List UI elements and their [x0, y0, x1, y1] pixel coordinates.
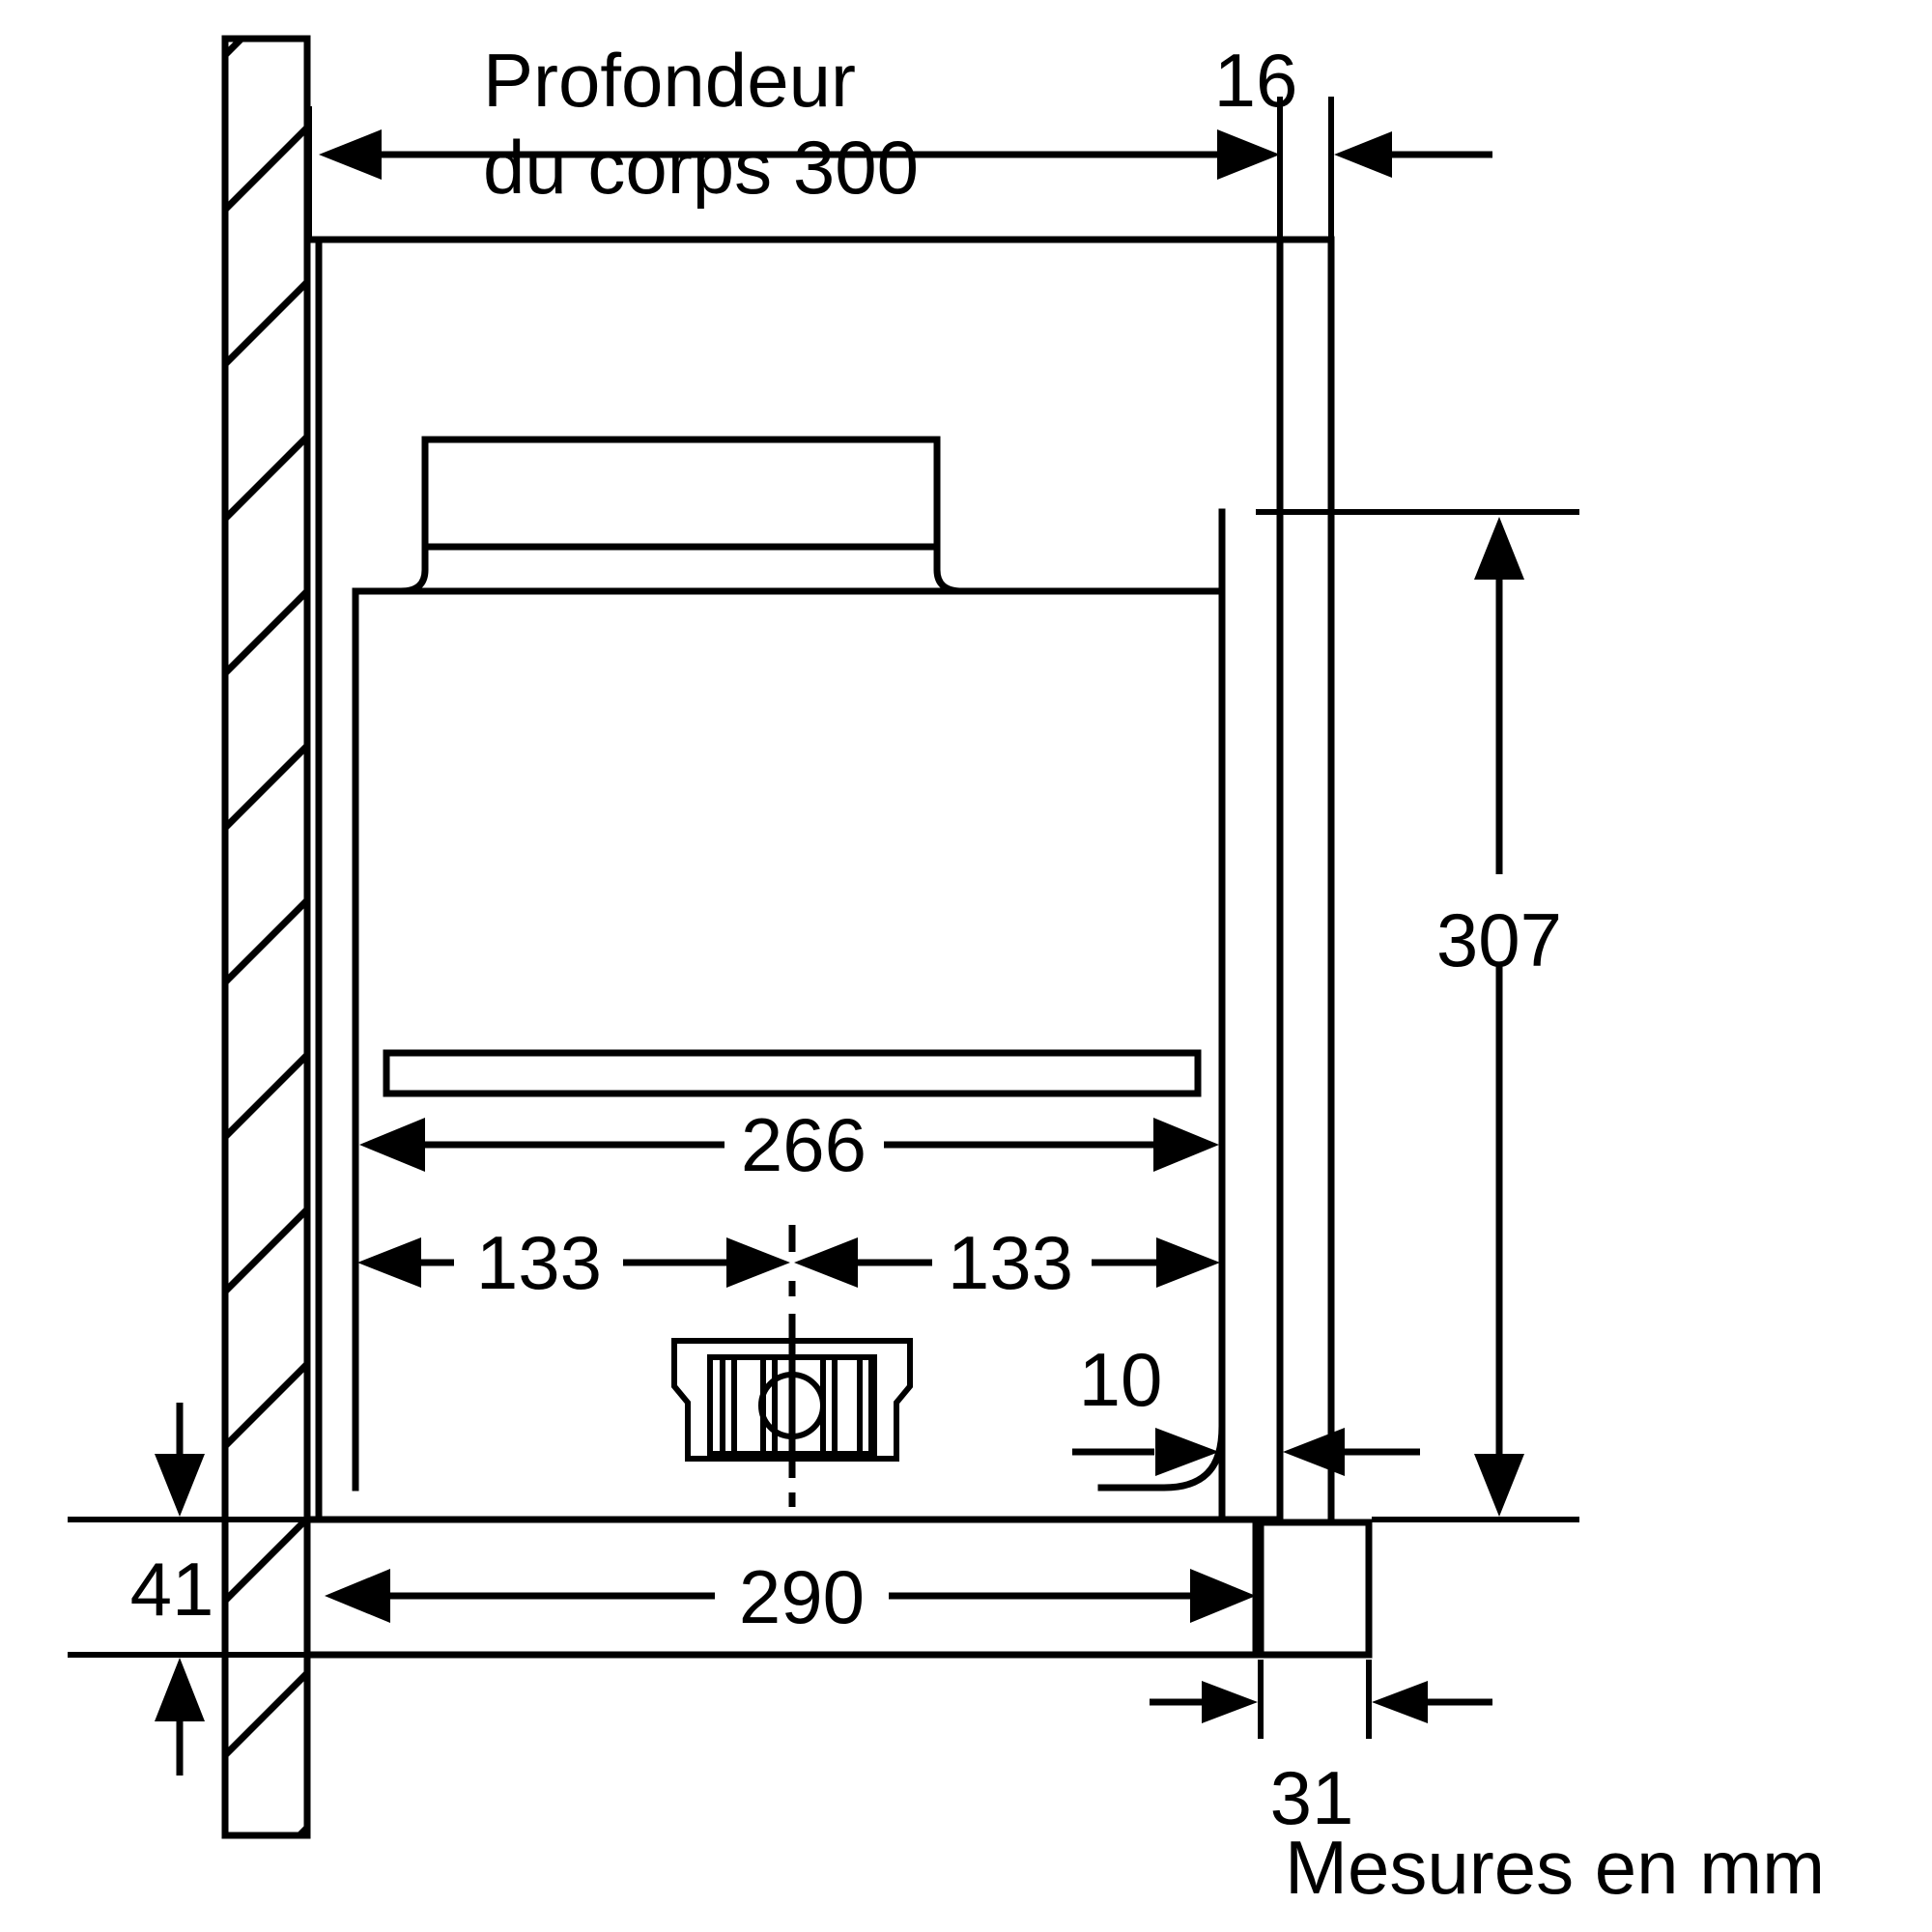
- dim-266-arrow-left: [359, 1118, 425, 1172]
- filter-slot-rect: [383, 1049, 1202, 1097]
- base-shelf: [303, 1516, 1373, 1659]
- dim-label-16: 16: [1214, 38, 1298, 123]
- grease-filter-slot: [383, 1049, 1202, 1097]
- dim-label-depth-line1: Profondeur: [483, 38, 856, 123]
- dimension-gap-16: 16: [1214, 38, 1492, 242]
- dim-41-arrow-down: [155, 1454, 205, 1517]
- dim-16-arrow-in-right: [1334, 131, 1392, 178]
- dim-label-133-left: 133: [476, 1220, 602, 1305]
- housing-corner-round: [1097, 1426, 1226, 1492]
- hood-housing: [352, 587, 1226, 1492]
- dimension-clearance-10: 10: [1072, 1337, 1420, 1517]
- dim-133R-arrow-left: [794, 1237, 858, 1288]
- dim-16-arrow-in-left: [1219, 131, 1277, 178]
- connector-body: [671, 1338, 913, 1462]
- dim-31-arrow-in-right: [1372, 1681, 1428, 1723]
- chimney-box: [352, 436, 1018, 595]
- dimension-filter-266: 266: [359, 1102, 1219, 1187]
- dim-10-arrow-right-in: [1155, 1428, 1219, 1476]
- hood-body-outline: [303, 236, 1335, 1523]
- dim-label-41: 41: [130, 1547, 214, 1632]
- chimney-fillet-left: [352, 543, 429, 595]
- dim-10-arrow-left-in: [1283, 1428, 1345, 1476]
- dimension-half-133-left: 133: [353, 1203, 790, 1305]
- dim-31-arrow-in-left: [1202, 1681, 1258, 1723]
- dim-label-266: 266: [741, 1102, 867, 1187]
- chimney-fillet-right: [933, 543, 1018, 595]
- chimney-upper-rect: [421, 436, 941, 551]
- dim-133R-arrow-right: [1156, 1237, 1220, 1288]
- dim-290-arrow-right: [1190, 1569, 1256, 1623]
- dimension-half-133-right: 133: [794, 1203, 1225, 1305]
- wall-outline: [221, 35, 311, 1839]
- dim-label-depth-line2: du corps 300: [483, 125, 919, 210]
- dimension-offset-41: 41: [68, 1403, 319, 1776]
- dim-label-10: 10: [1079, 1337, 1163, 1422]
- dim-label-290: 290: [739, 1554, 865, 1639]
- dimension-height-307: 307: [1256, 509, 1579, 1522]
- wall-hatching: [228, 42, 304, 1833]
- dim-307-arrow-down: [1474, 1454, 1524, 1517]
- right-end-block: [1257, 1519, 1373, 1659]
- dim-290-arrow-left: [325, 1569, 390, 1623]
- units-note: Mesures en mm: [1285, 1825, 1825, 1910]
- dim-41-arrow-up: [155, 1658, 205, 1721]
- dim-307-arrow-up: [1474, 517, 1524, 580]
- dim-label-31: 31: [1270, 1755, 1354, 1840]
- dim-133L-arrow-left: [357, 1237, 421, 1288]
- dimension-block-31: 31: [1150, 1660, 1492, 1840]
- dimension-body-depth-300: Profondeur du corps 300: [306, 38, 1280, 242]
- wall-section: [221, 35, 311, 1839]
- dimension-base-290: 290: [325, 1554, 1256, 1639]
- dim-300-arrow-left: [319, 129, 382, 180]
- dim-label-307: 307: [1436, 897, 1562, 982]
- dim-266-arrow-right: [1153, 1118, 1219, 1172]
- dim-133L-arrow-right: [726, 1237, 790, 1288]
- dim-label-133-right: 133: [948, 1220, 1073, 1305]
